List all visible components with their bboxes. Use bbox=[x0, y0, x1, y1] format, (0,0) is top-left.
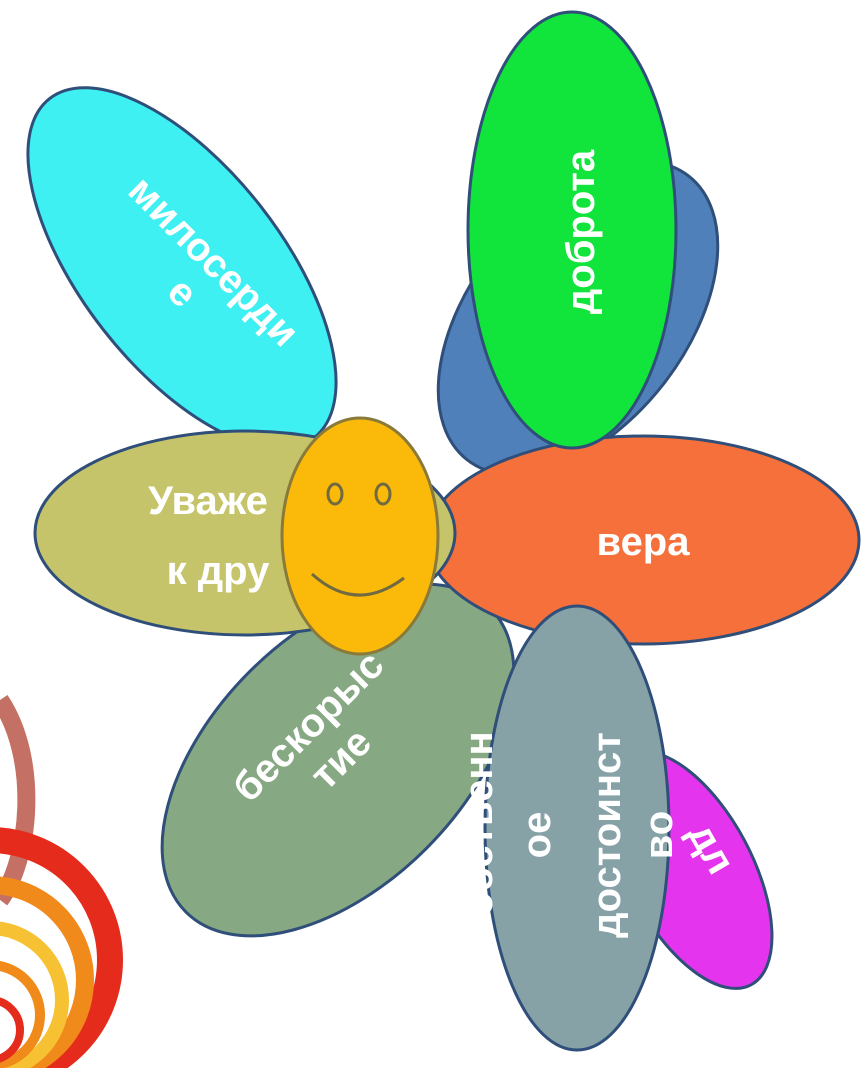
smiley-left-eye bbox=[326, 482, 344, 506]
petal-dostoinstvo-line-3: достоинст bbox=[585, 732, 629, 938]
petal-uvazhenie-line-1: Уваже bbox=[148, 479, 268, 523]
petal-dostoinstvo-line-1: собственн bbox=[457, 731, 501, 938]
petal-dobrota-label: доброта bbox=[559, 149, 603, 314]
smiley-face-icon bbox=[280, 416, 440, 656]
petal-dostoinstvo-line-4: во bbox=[637, 811, 681, 860]
petal-dostoinstvo-line-2: ое bbox=[515, 812, 559, 859]
petal-miloserdie: милосерди е bbox=[26, 86, 338, 450]
petal-beskorystie: бескорыс тие bbox=[160, 582, 516, 938]
petal-dostoinstvo: собственн ое достоинст во bbox=[457, 604, 681, 1052]
petal-uvazhenie-line-2: к дру bbox=[167, 549, 270, 593]
petal-vera: вера bbox=[425, 434, 861, 646]
decorative-swirl bbox=[0, 695, 123, 1068]
smiley-mouth bbox=[310, 572, 405, 597]
petal-vera-label: вера bbox=[597, 520, 691, 564]
petal-dobrota: доброта bbox=[466, 10, 678, 450]
smiley-right-eye bbox=[374, 482, 392, 506]
